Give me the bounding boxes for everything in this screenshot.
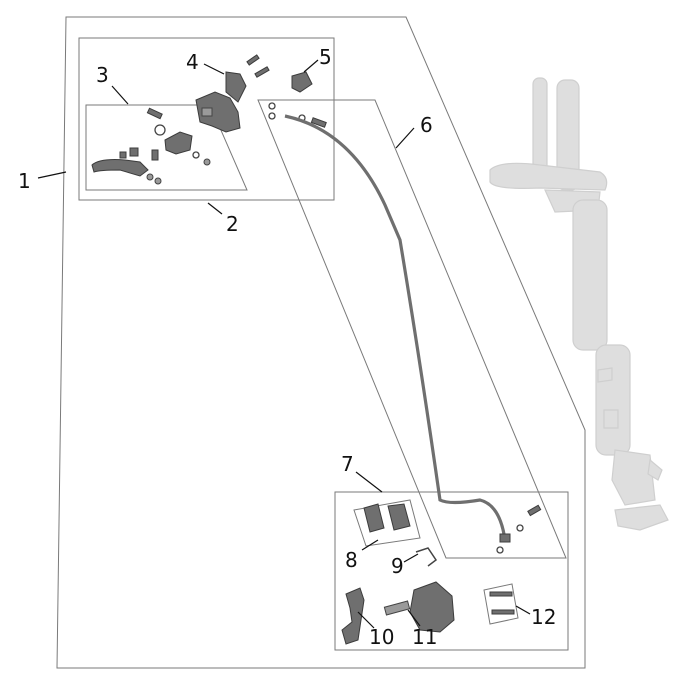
pad-spring bbox=[415, 547, 438, 567]
callout-7: 7 bbox=[341, 452, 354, 476]
clamp-bolts bbox=[246, 54, 270, 78]
frame-caliper-7 bbox=[334, 491, 569, 651]
callout-11: 11 bbox=[412, 625, 437, 649]
frame-pads-8 bbox=[353, 499, 421, 547]
frame-master-cylinder-2 bbox=[78, 37, 335, 201]
frame-lever-3 bbox=[85, 104, 248, 191]
leader-lines bbox=[37, 59, 531, 629]
callout-2: 2 bbox=[226, 212, 239, 236]
callout-4: 4 bbox=[186, 50, 199, 74]
callout-8: 8 bbox=[345, 548, 358, 572]
caliper-bracket bbox=[341, 587, 365, 645]
frame-assembly-1 bbox=[56, 16, 586, 669]
brake-pads bbox=[363, 503, 411, 533]
callout-6: 6 bbox=[420, 113, 433, 137]
callout-9: 9 bbox=[391, 554, 404, 578]
lever-bracket bbox=[146, 107, 211, 166]
front-fork-ghost bbox=[489, 77, 669, 531]
brake-lever bbox=[91, 147, 162, 185]
callout-5: 5 bbox=[319, 45, 332, 69]
callout-3: 3 bbox=[96, 63, 109, 87]
callout-12: 12 bbox=[531, 605, 556, 629]
brake-hose bbox=[268, 102, 542, 554]
switch-unit bbox=[291, 71, 313, 93]
frame-brake-hose-6 bbox=[257, 99, 567, 559]
frame-bolts-12 bbox=[483, 583, 519, 625]
caliper-bolts bbox=[489, 591, 515, 615]
callout-10: 10 bbox=[369, 625, 394, 649]
master-cylinder bbox=[195, 71, 247, 133]
callout-1: 1 bbox=[18, 169, 31, 193]
